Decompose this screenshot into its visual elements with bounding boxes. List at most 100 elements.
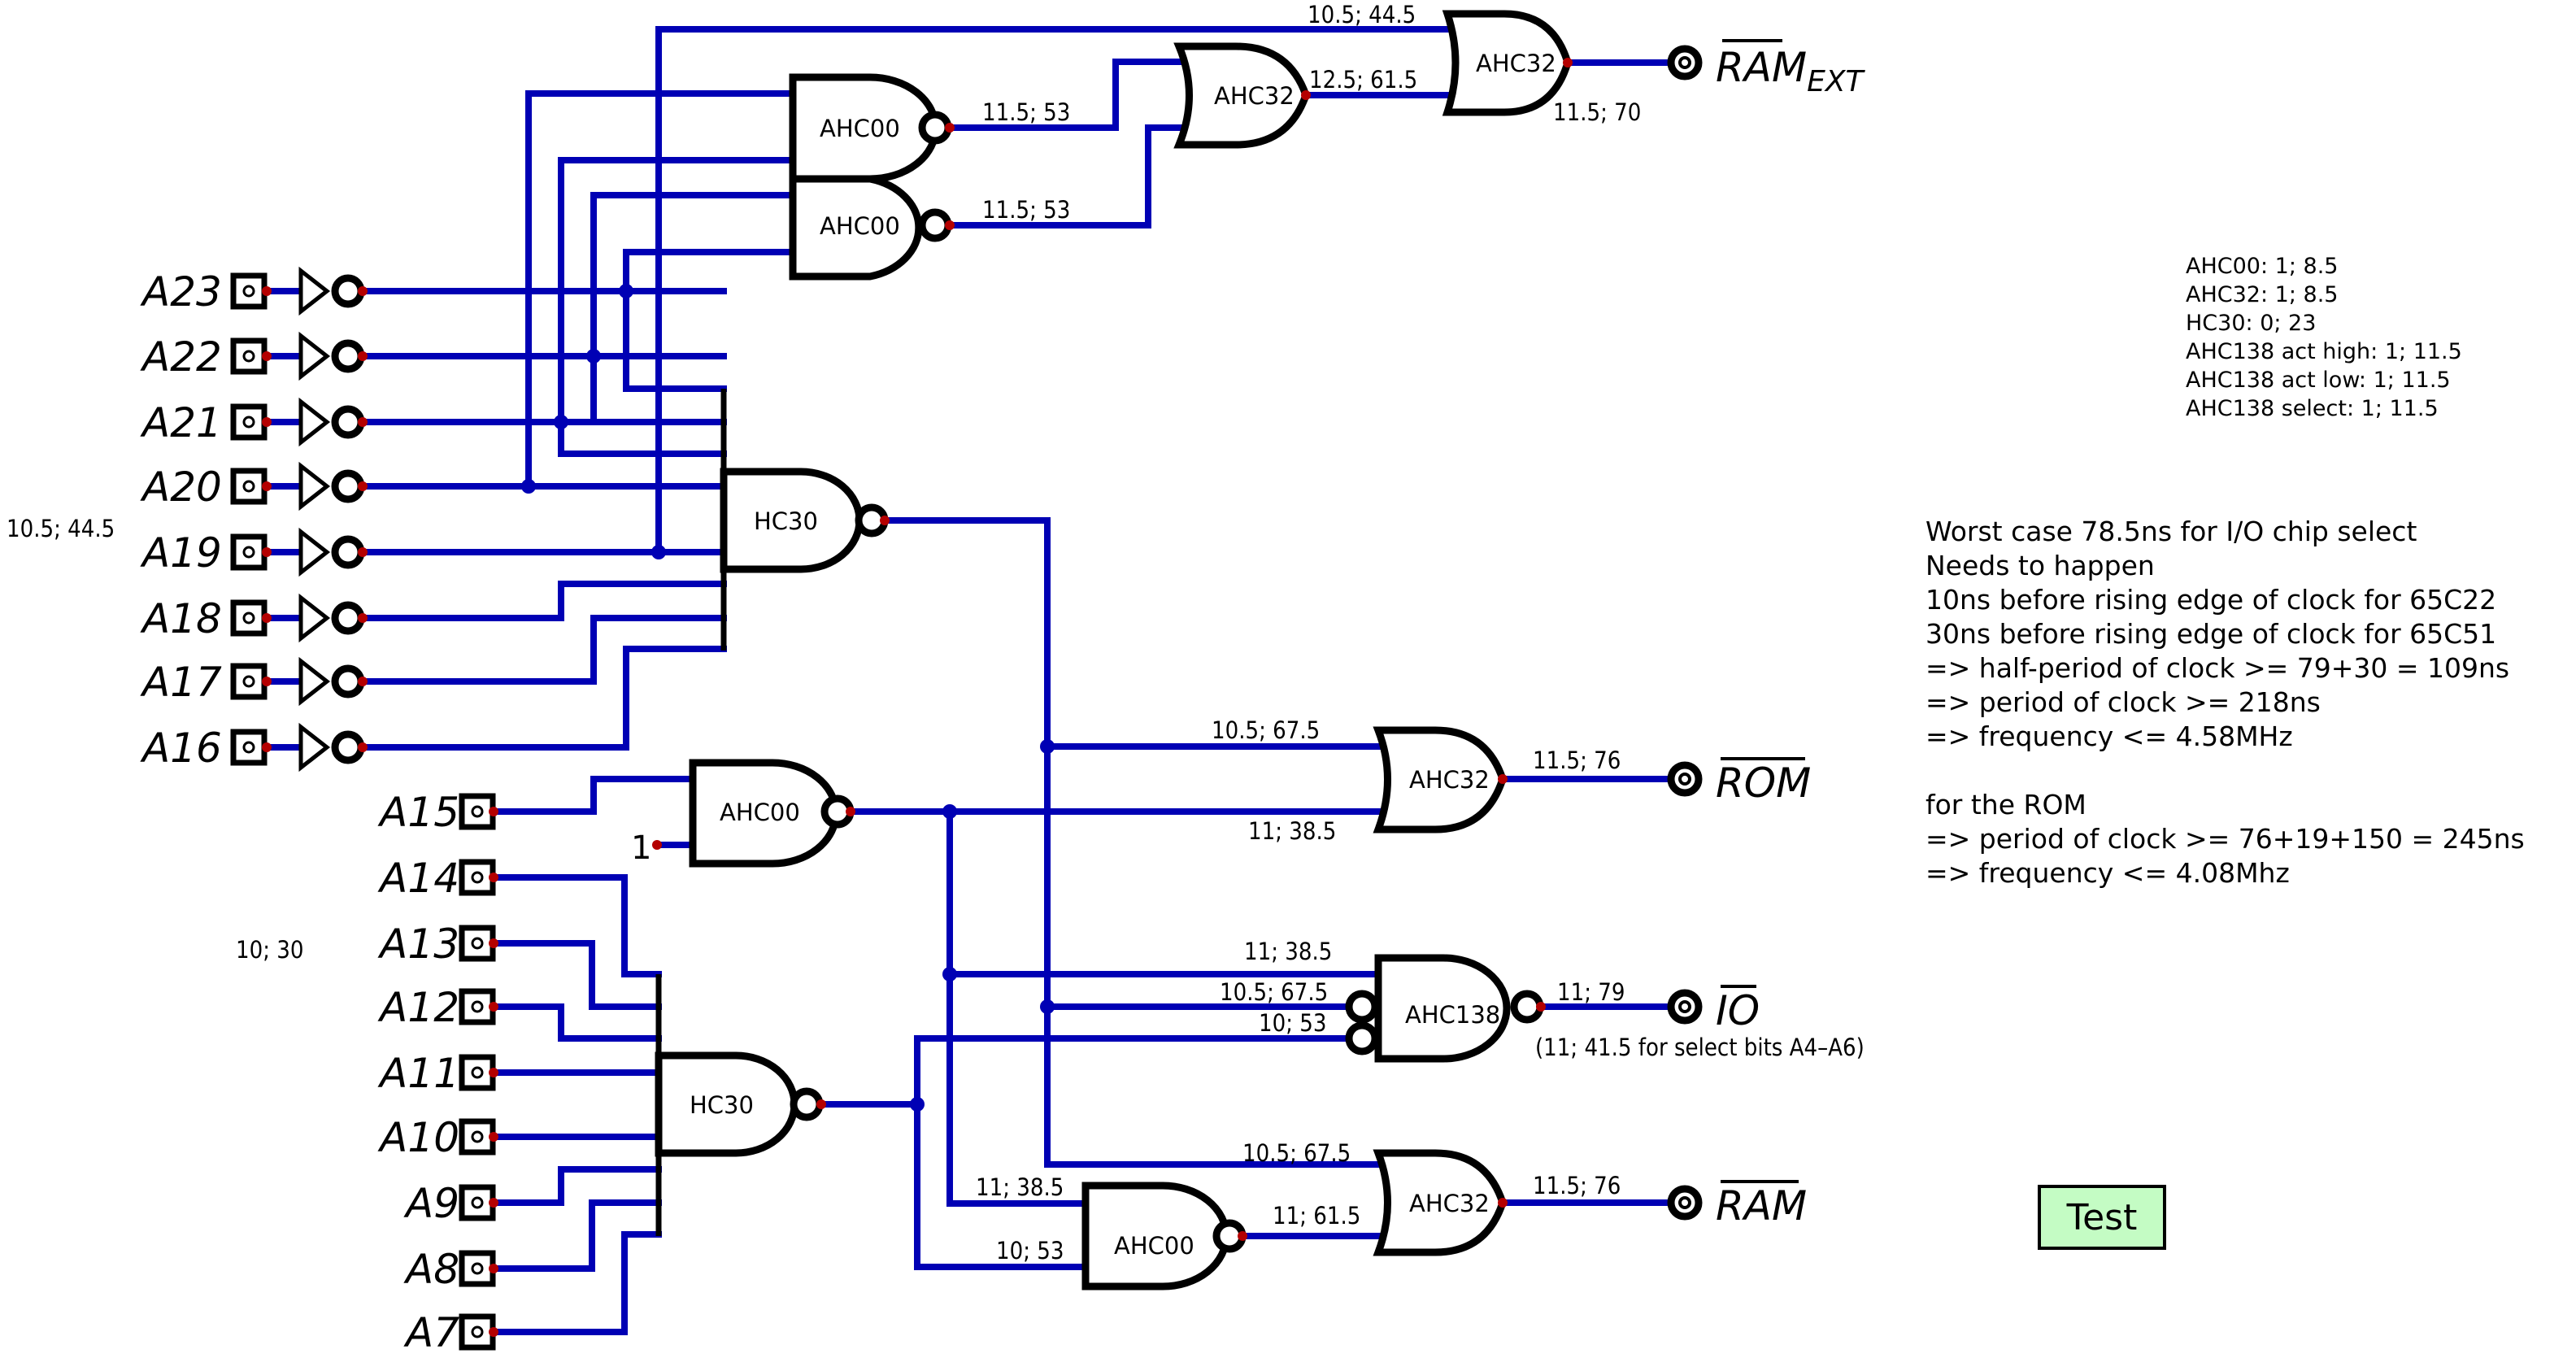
- input-label: A9: [403, 1180, 459, 1227]
- wire-hc30u-out: [881, 517, 1051, 1168]
- wire-a9: [489, 1166, 662, 1206]
- test-button[interactable]: Test: [2038, 1185, 2166, 1250]
- gate-label: AHC00: [820, 115, 900, 142]
- output-ram-ext[interactable]: RAMEXT: [1667, 39, 1866, 98]
- gate-label: AHC32: [1409, 766, 1490, 794]
- input-label: A12: [377, 984, 459, 1031]
- input-label: A20: [140, 464, 222, 511]
- timing-label: 11; 38.5: [976, 1173, 1064, 1201]
- gate-ahc138[interactable]: AHC138: [1345, 954, 1546, 1063]
- gate-label: HC30: [754, 507, 818, 535]
- gate-nand-top1[interactable]: AHC00: [789, 73, 955, 183]
- note-line: => half-period of clock >= 79+30 = 109ns: [1925, 652, 2509, 684]
- note-line: => frequency <= 4.58MHz: [1925, 720, 2293, 752]
- input-pin-a9[interactable]: A9: [403, 1180, 498, 1227]
- timing-label: 11.5; 53: [982, 98, 1070, 126]
- wire-a19-ramext: [655, 26, 1451, 555]
- gate-or-mid[interactable]: AHC32: [1173, 42, 1311, 149]
- timing-notes: Worst case 78.5ns for I/O chip selectNee…: [1925, 516, 2525, 889]
- input-label: A15: [377, 789, 459, 836]
- inverter-icon: [298, 331, 331, 381]
- wire-hc30l-io: [914, 1035, 1351, 1108]
- output-label: ROM: [1716, 760, 1811, 807]
- output-label: IO: [1716, 987, 1760, 1034]
- timing-label: 11.5; 76: [1533, 1172, 1621, 1199]
- input-pin-a23[interactable]: A23: [140, 266, 368, 316]
- input-pin-a8[interactable]: A8: [403, 1246, 498, 1293]
- input-pin-a10[interactable]: A10: [377, 1114, 498, 1161]
- gate-or-ramext[interactable]: AHC32: [1442, 10, 1573, 116]
- wire-hc30l-nand: [914, 1101, 1089, 1270]
- wire-a18: [359, 581, 727, 621]
- legend-line: AHC138 act high: 1; 11.5: [2186, 339, 2462, 364]
- inverter-icon: [298, 656, 331, 707]
- note-line: 30ns before rising edge of clock for 65C…: [1925, 618, 2496, 650]
- input-label: A22: [140, 333, 222, 381]
- timing-label: 10; 53: [996, 1237, 1064, 1264]
- input-pin-a13[interactable]: A13: [377, 921, 498, 968]
- output-label: RAMEXT: [1716, 44, 1866, 98]
- gate-hc30-lower[interactable]: HC30: [655, 974, 826, 1236]
- wire-hc30-in1: [623, 288, 727, 392]
- output-ram[interactable]: RAM: [1667, 1180, 1807, 1230]
- timing-label: 11; 61.5: [1273, 1202, 1360, 1230]
- timing-label: 11.5; 53: [982, 196, 1070, 224]
- timing-label: 11.5; 70: [1553, 98, 1641, 126]
- junction: [910, 1097, 925, 1112]
- input-pin-a16[interactable]: A16: [140, 722, 368, 773]
- junction: [942, 967, 957, 982]
- wire-a12: [489, 1003, 662, 1042]
- input-label: A19: [140, 529, 222, 577]
- timing-label: 11.5; 76: [1533, 746, 1621, 774]
- input-pin-a21[interactable]: A21: [140, 397, 368, 447]
- input-pin-a7[interactable]: A7: [403, 1309, 498, 1356]
- wire-nand1-out: [946, 59, 1182, 131]
- constant-one-label: 1: [631, 829, 651, 867]
- input-pin-a20[interactable]: A20: [140, 461, 368, 511]
- wire-a17: [359, 615, 727, 685]
- wire-a15: [489, 776, 696, 815]
- input-pin-a15[interactable]: A15: [377, 789, 498, 836]
- wire-nand2-in2: [623, 249, 796, 294]
- input-pin-a17[interactable]: A17: [140, 656, 368, 707]
- input-pin-a22[interactable]: A22: [140, 331, 368, 381]
- timing-label: 10.5; 67.5: [1212, 716, 1320, 744]
- output-rom[interactable]: ROM: [1667, 757, 1811, 807]
- input-pin-icon: [230, 403, 268, 441]
- gate-label: AHC00: [1114, 1232, 1194, 1260]
- timing-label: 10.5; 67.5: [1220, 978, 1328, 1006]
- timing-label: 10.5; 67.5: [1242, 1139, 1351, 1167]
- junction: [1040, 999, 1055, 1014]
- junctions: [521, 284, 1055, 1112]
- input-pin-a12[interactable]: A12: [377, 984, 498, 1031]
- junction: [619, 284, 633, 298]
- timing-label: 10.5; 44.5: [7, 515, 115, 542]
- input-pin-a11[interactable]: A11: [377, 1050, 498, 1097]
- gate-hc30-upper[interactable]: HC30: [720, 389, 890, 651]
- input-label: A23: [140, 268, 222, 316]
- input-pin-a14[interactable]: A14: [377, 855, 498, 902]
- note-line: Worst case 78.5ns for I/O chip select: [1925, 516, 2417, 547]
- gate-label: AHC32: [1476, 50, 1556, 77]
- gate-nand-a15[interactable]: AHC00: [689, 759, 855, 868]
- gate-nand-ram[interactable]: AHC00: [1081, 1182, 1247, 1291]
- input-pin-a18[interactable]: A18: [140, 593, 368, 643]
- gate-nand-top2[interactable]: AHC00: [789, 175, 955, 281]
- gate-label: AHC138: [1405, 1001, 1500, 1029]
- junction: [942, 804, 957, 819]
- junction: [554, 415, 568, 429]
- wires: [359, 26, 1674, 1335]
- gate-label: AHC32: [1409, 1190, 1490, 1217]
- note-line: for the ROM: [1925, 789, 2086, 820]
- gate-or-ram[interactable]: AHC32: [1373, 1149, 1508, 1256]
- timing-note: (11; 41.5 for select bits A4–A6): [1535, 1034, 1865, 1061]
- input-pin-a19[interactable]: A19: [140, 527, 368, 577]
- gate-or-rom[interactable]: AHC32: [1373, 726, 1508, 834]
- wire-a8: [489, 1199, 662, 1272]
- timing-label: 11; 38.5: [1244, 938, 1332, 965]
- output-io[interactable]: IO: [1667, 985, 1760, 1034]
- input-label: A21: [140, 399, 222, 446]
